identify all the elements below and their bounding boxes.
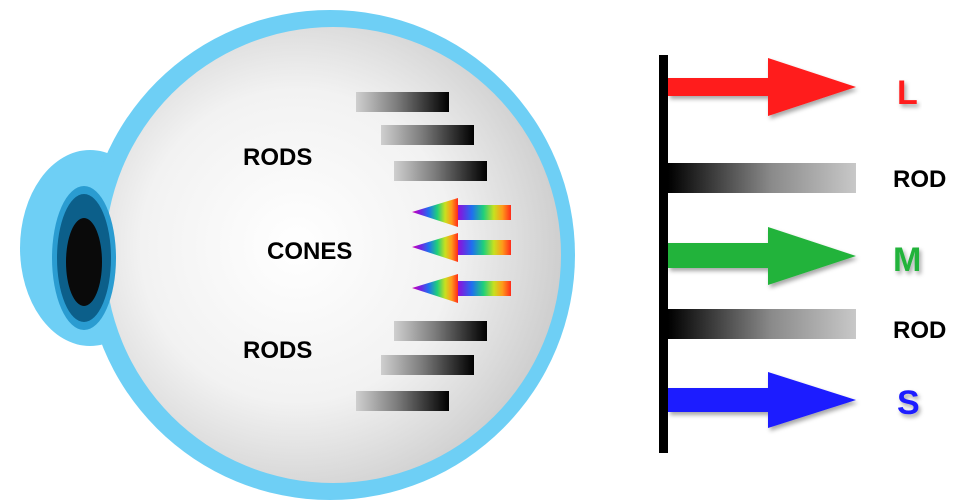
m-cone-arrow [668, 227, 856, 285]
cone-arrow [412, 274, 511, 303]
l-cone-arrow [668, 58, 856, 116]
pupil [66, 218, 102, 306]
rod-label: ROD [893, 317, 946, 344]
rod-legend-bar [668, 163, 856, 193]
s-label: S [897, 384, 920, 422]
rod-bar [381, 125, 474, 145]
receptor-legend: L ROD M ROD S [659, 55, 946, 453]
rod-bar [394, 321, 487, 341]
cone-arrow [412, 233, 511, 262]
rod-bar [356, 391, 449, 411]
rod-bar [394, 161, 487, 181]
eye: RODS CONES RODS [20, 10, 575, 500]
rod-bar [381, 355, 474, 375]
l-label: L [897, 74, 918, 112]
rod-bar [356, 92, 449, 112]
rods-top-label: RODS [243, 144, 312, 171]
baseline [659, 55, 668, 453]
rod-label: ROD [893, 166, 946, 193]
cones-label: CONES [267, 238, 352, 265]
cone-arrow [412, 198, 511, 227]
rod-legend-bar [668, 309, 856, 339]
s-cone-arrow [668, 372, 856, 428]
m-label: M [893, 241, 921, 279]
rods-bottom-label: RODS [243, 337, 312, 364]
